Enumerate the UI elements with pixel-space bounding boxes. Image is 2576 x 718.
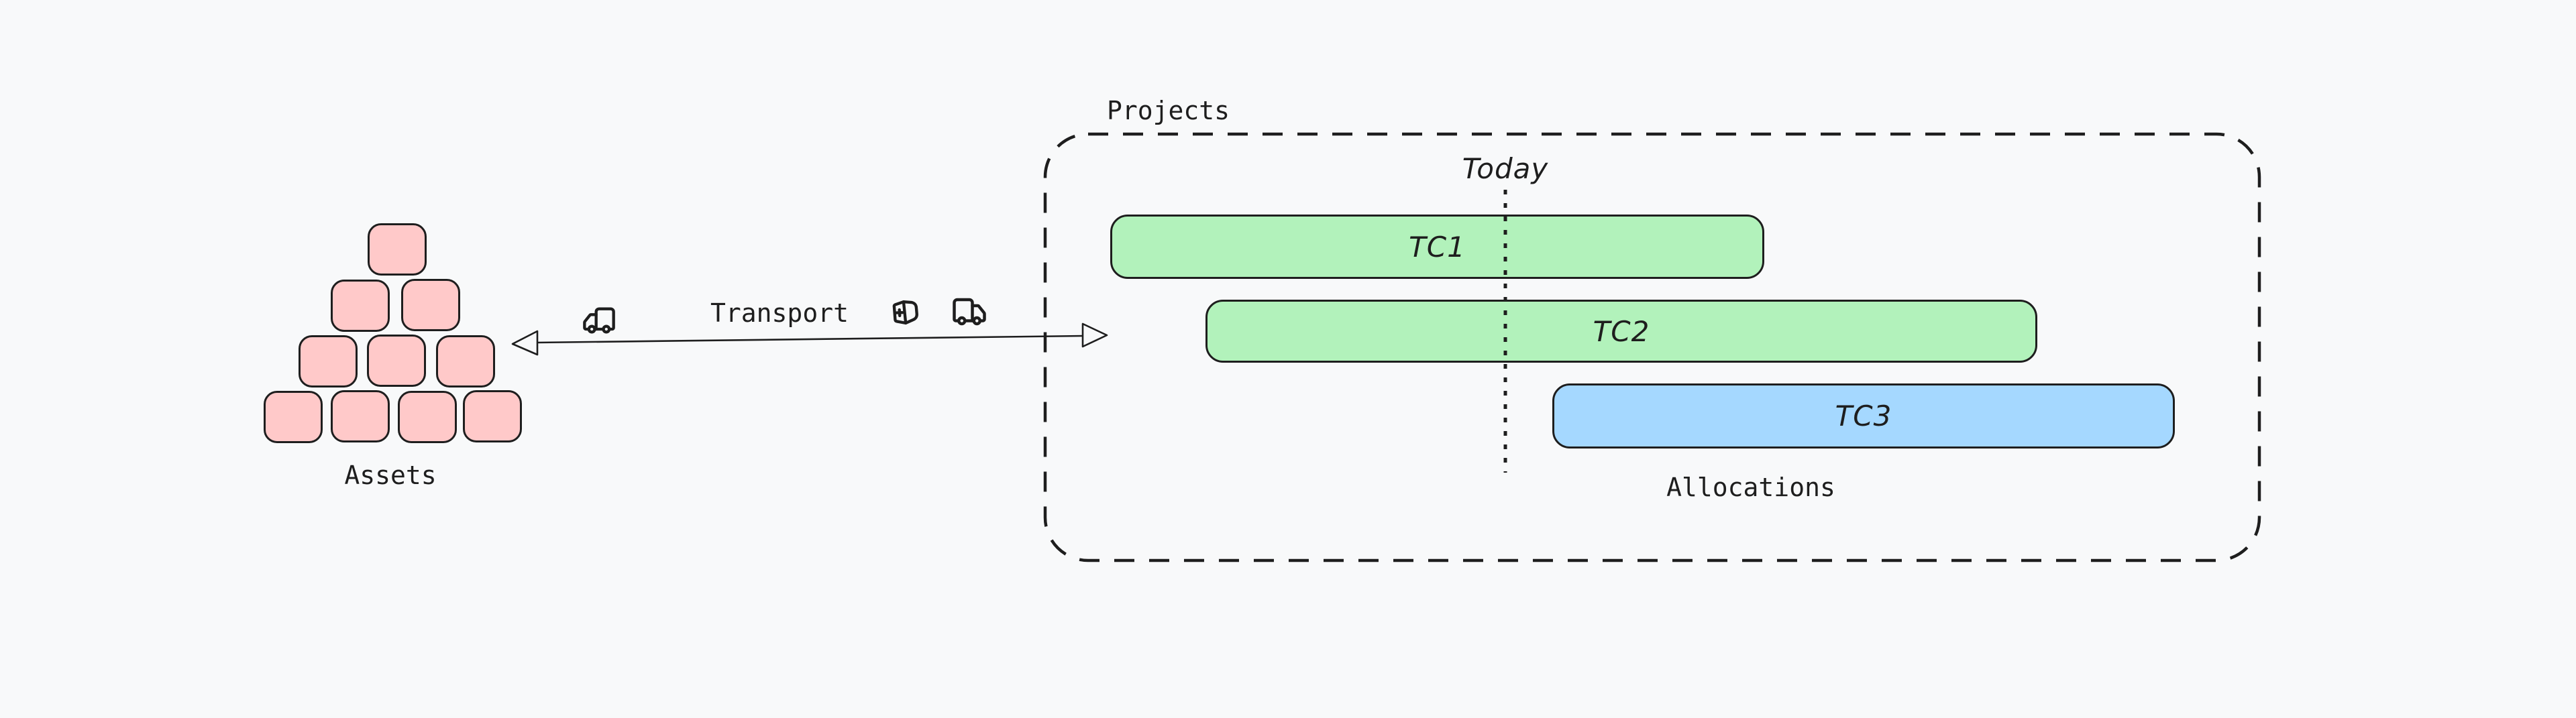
- transport-label: Transport: [710, 298, 849, 328]
- allocation-bar-tc2: TC2: [1205, 300, 2037, 363]
- projects-label: Projects: [1107, 96, 1230, 125]
- allocation-bar-tc1: TC1: [1110, 215, 1764, 279]
- allocation-bar-tc3: TC3: [1552, 383, 2175, 448]
- asset-block: [264, 391, 323, 443]
- allocation-bar-label: TC2: [1593, 314, 1650, 348]
- arrowhead-left: [511, 330, 539, 356]
- truck-left-icon: [578, 303, 620, 338]
- allocations-label: Allocations: [1666, 473, 1835, 502]
- asset-block: [299, 335, 358, 387]
- asset-block: [367, 335, 426, 387]
- arrowhead-right: [1081, 322, 1108, 348]
- allocation-bar-label: TC1: [1409, 230, 1466, 263]
- package-icon: [883, 294, 928, 331]
- asset-block: [331, 390, 390, 442]
- asset-block: [368, 223, 427, 276]
- truck-right-icon: [945, 294, 994, 330]
- asset-block: [463, 390, 522, 442]
- asset-block: [436, 335, 495, 387]
- asset-block: [398, 391, 457, 443]
- today-label: Today: [1462, 152, 1549, 185]
- asset-block: [401, 279, 460, 331]
- asset-block: [331, 280, 390, 332]
- assets-label: Assets: [344, 461, 437, 490]
- allocation-bar-label: TC3: [1835, 400, 1892, 432]
